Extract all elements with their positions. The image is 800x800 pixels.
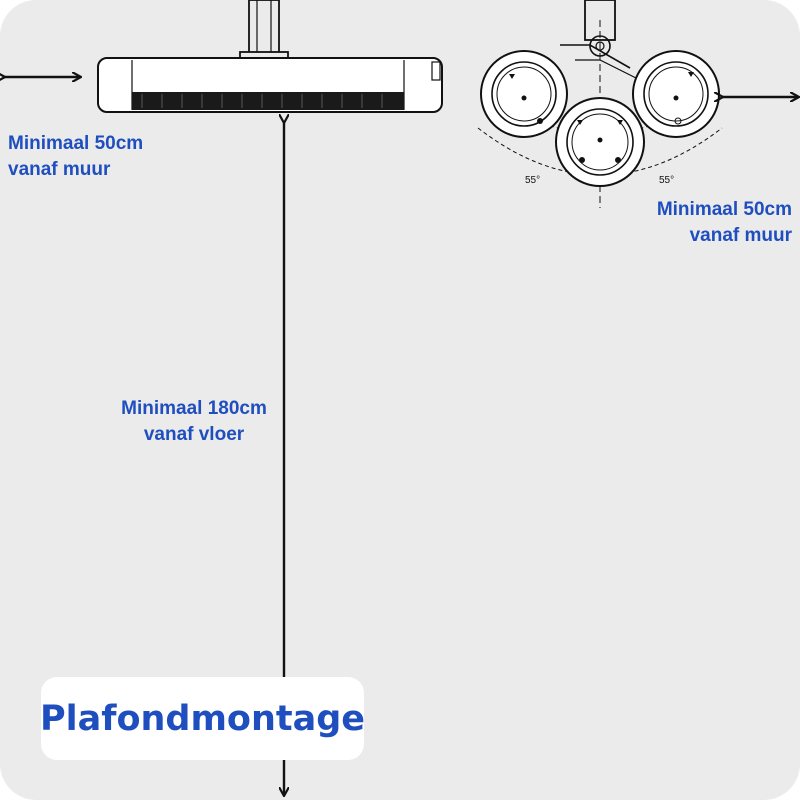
angle-label-right: 55°: [659, 175, 674, 186]
angle-label-left: 55°: [525, 175, 540, 186]
wall-distance-note-left: Minimaal 50cm vanaf muur: [8, 131, 143, 183]
heater-side-view-icon: [97, 0, 443, 113]
floor-distance-note: Minimaal 180cm vanaf vloer: [112, 396, 276, 448]
heater-top-view-icon: [477, 0, 723, 208]
title-card: Plafondmontage: [39, 677, 366, 760]
note-line: vanaf muur: [689, 225, 792, 246]
page-title: Plafondmontage: [39, 698, 366, 739]
note-line: vanaf muur: [8, 159, 111, 180]
note-line: Minimaal 180cm: [121, 398, 267, 419]
wall-distance-note-right: Minimaal 50cm vanaf muur: [657, 197, 792, 249]
note-line: vanaf vloer: [143, 424, 245, 445]
note-line: Minimaal 50cm: [8, 133, 144, 154]
note-line: Minimaal 50cm: [656, 199, 792, 220]
